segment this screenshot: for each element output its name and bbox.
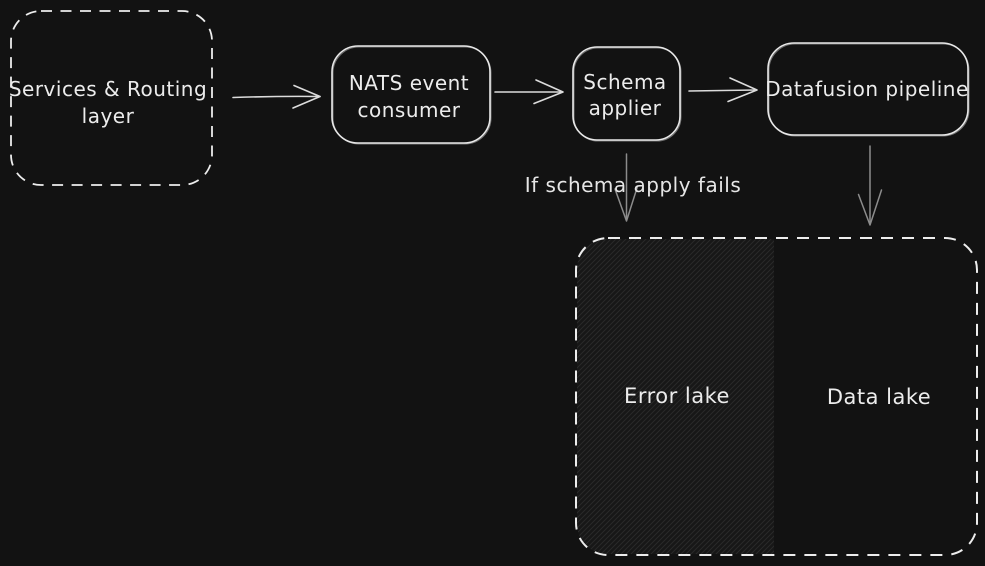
arrow-schema-to-datafusion	[688, 77, 758, 103]
nats-consumer-label-line-2: consumer	[357, 98, 460, 122]
edge-label-schema-fail: If schema apply fails	[525, 173, 742, 197]
schema-applier-label-line-2: applier	[589, 96, 662, 120]
services-routing-label-line-1: Services & Routing	[9, 77, 207, 101]
arrow-services-to-nats	[232, 84, 321, 109]
nats-consumer-box	[331, 45, 491, 144]
schema-applier-label-line-1: Schema	[583, 70, 666, 94]
error-lake-label: Error lake	[624, 384, 730, 408]
services-routing-node: Services & Routing layer	[9, 10, 213, 186]
services-routing-label-line-2: layer	[82, 104, 135, 128]
data-lake-label: Data lake	[827, 385, 931, 409]
schema-applier-box	[572, 46, 681, 141]
nats-consumer-label-line-1: NATS event	[349, 71, 469, 95]
services-routing-box	[10, 10, 213, 186]
error-lake-region	[577, 239, 774, 554]
datafusion-pipeline-box	[767, 42, 969, 136]
nats-consumer-node: NATS event consumer	[331, 45, 492, 145]
lake-container-node: Error lake Data lake	[575, 237, 978, 556]
lake-container-box	[575, 237, 978, 556]
arrow-schema-to-error-lake	[614, 153, 639, 222]
datafusion-pipeline-label: Datafusion pipeline	[765, 77, 969, 101]
schema-applier-node: Schema applier	[572, 46, 682, 142]
datafusion-pipeline-node: Datafusion pipeline	[765, 42, 970, 137]
arrow-nats-to-schema	[494, 79, 564, 105]
arrow-datafusion-to-data-lake	[857, 145, 883, 226]
